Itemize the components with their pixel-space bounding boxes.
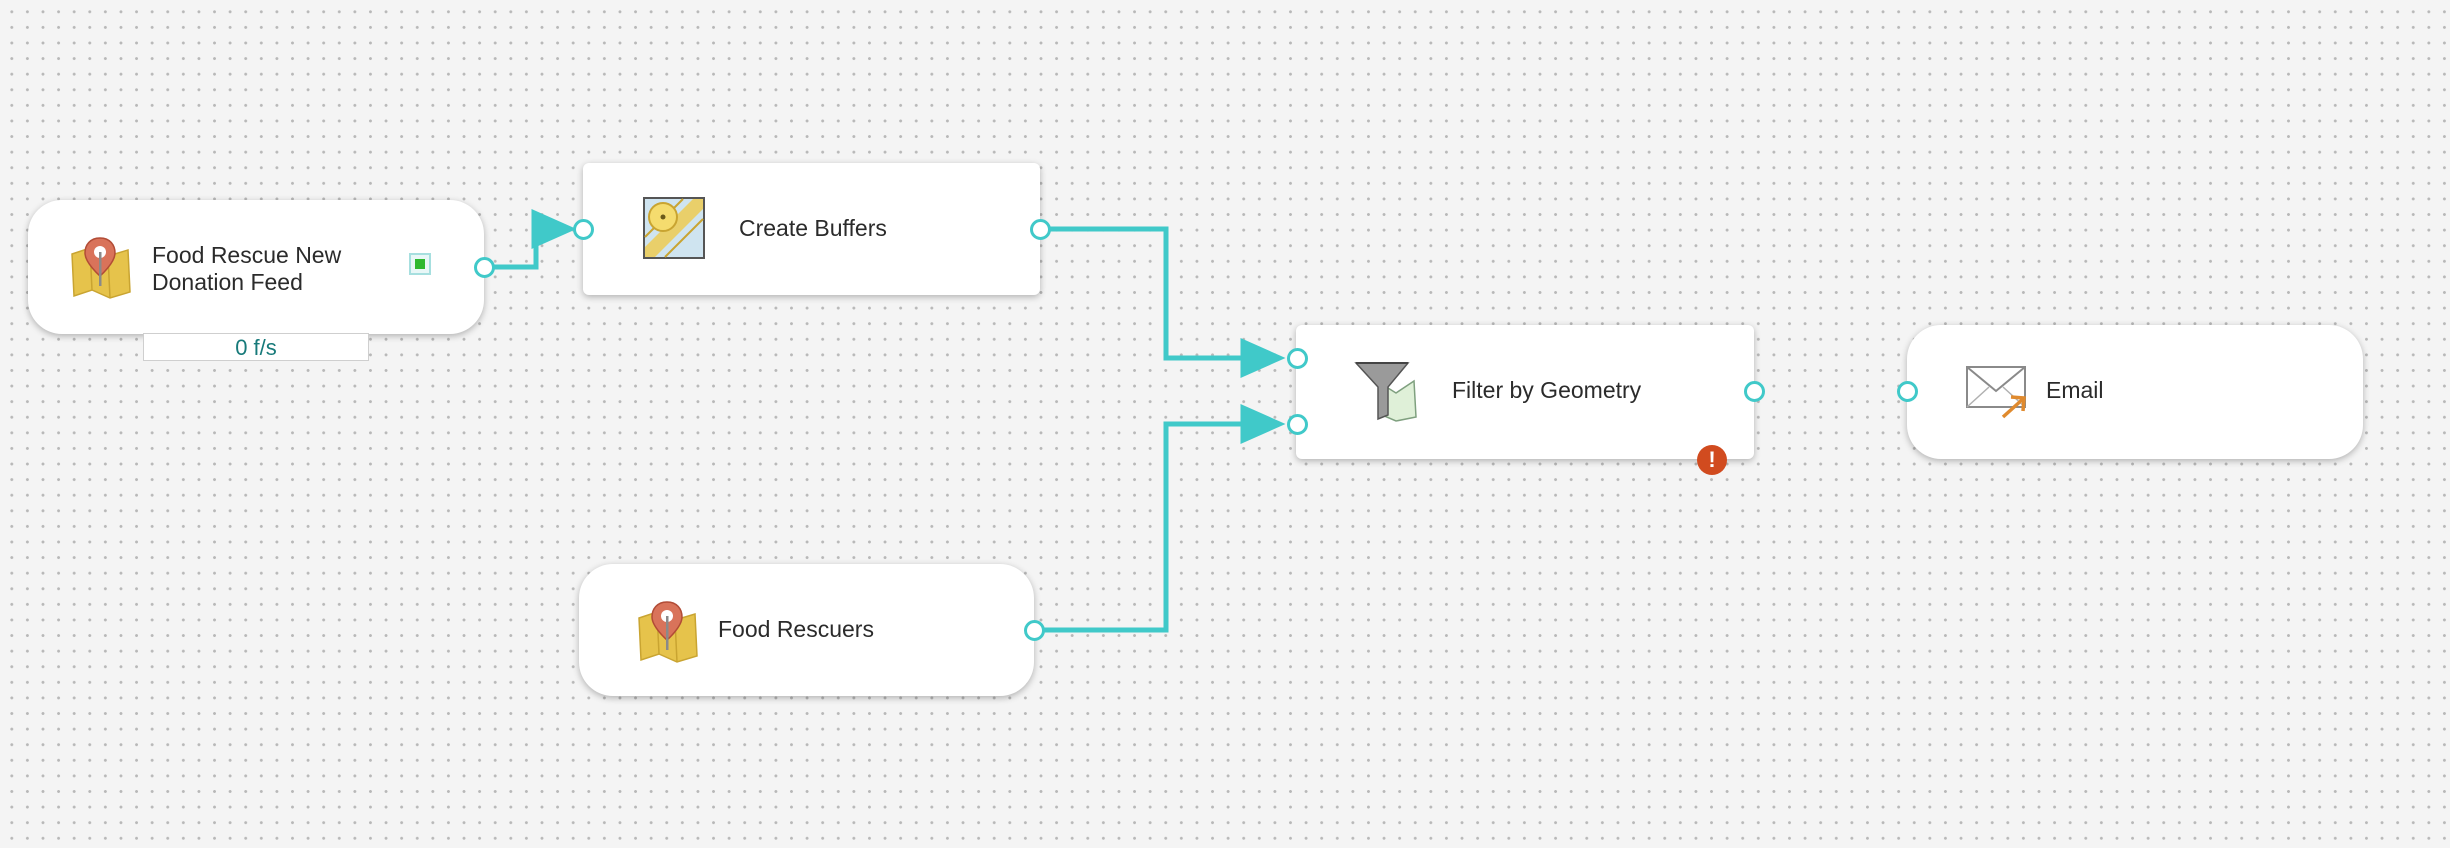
node-food-rescue-feed[interactable]: Food Rescue New Donation Feed <box>28 200 484 334</box>
input-port-email[interactable] <box>1897 381 1918 402</box>
node-label: Filter by Geometry <box>1452 377 1642 403</box>
node-create-buffers[interactable]: Create Buffers <box>583 163 1040 295</box>
envelope-icon <box>1965 365 2029 426</box>
node-label: Food Rescuers <box>718 616 874 642</box>
node-label: Email <box>2046 377 2104 403</box>
output-port-rescuers[interactable] <box>1024 620 1045 641</box>
link-feed-to-buffers[interactable] <box>484 209 577 270</box>
node-label: Food Rescue New Donation Feed <box>152 242 341 296</box>
filter-funnel-icon <box>1354 361 1420 428</box>
buffer-tool-icon <box>643 197 705 264</box>
input-port-buffers[interactable] <box>573 219 594 240</box>
node-food-rescuers[interactable]: Food Rescuers <box>579 564 1034 696</box>
node-label-line-2: Donation Feed <box>152 269 303 295</box>
node-email[interactable]: Email <box>1907 325 2363 459</box>
output-port-feed[interactable] <box>474 257 495 278</box>
node-filter-by-geometry[interactable]: Filter by Geometry <box>1296 325 1754 459</box>
input-port-filter-1[interactable] <box>1287 348 1308 369</box>
map-pin-icon <box>68 236 134 305</box>
input-port-filter-2[interactable] <box>1287 414 1308 435</box>
status-running-dot <box>415 259 425 269</box>
link-rescuers-to-filter[interactable] <box>1034 404 1286 633</box>
link-buffers-to-filter[interactable] <box>1040 226 1286 378</box>
output-port-buffers[interactable] <box>1030 219 1051 240</box>
node-label: Create Buffers <box>739 215 887 241</box>
output-port-filter[interactable] <box>1744 381 1765 402</box>
node-label-line-1: Food Rescue New <box>152 242 342 268</box>
error-badge-icon[interactable]: ! <box>1697 445 1727 475</box>
event-rate-label: 0 f/s <box>143 333 369 361</box>
status-indicator <box>409 253 431 275</box>
map-pin-icon <box>635 600 701 669</box>
